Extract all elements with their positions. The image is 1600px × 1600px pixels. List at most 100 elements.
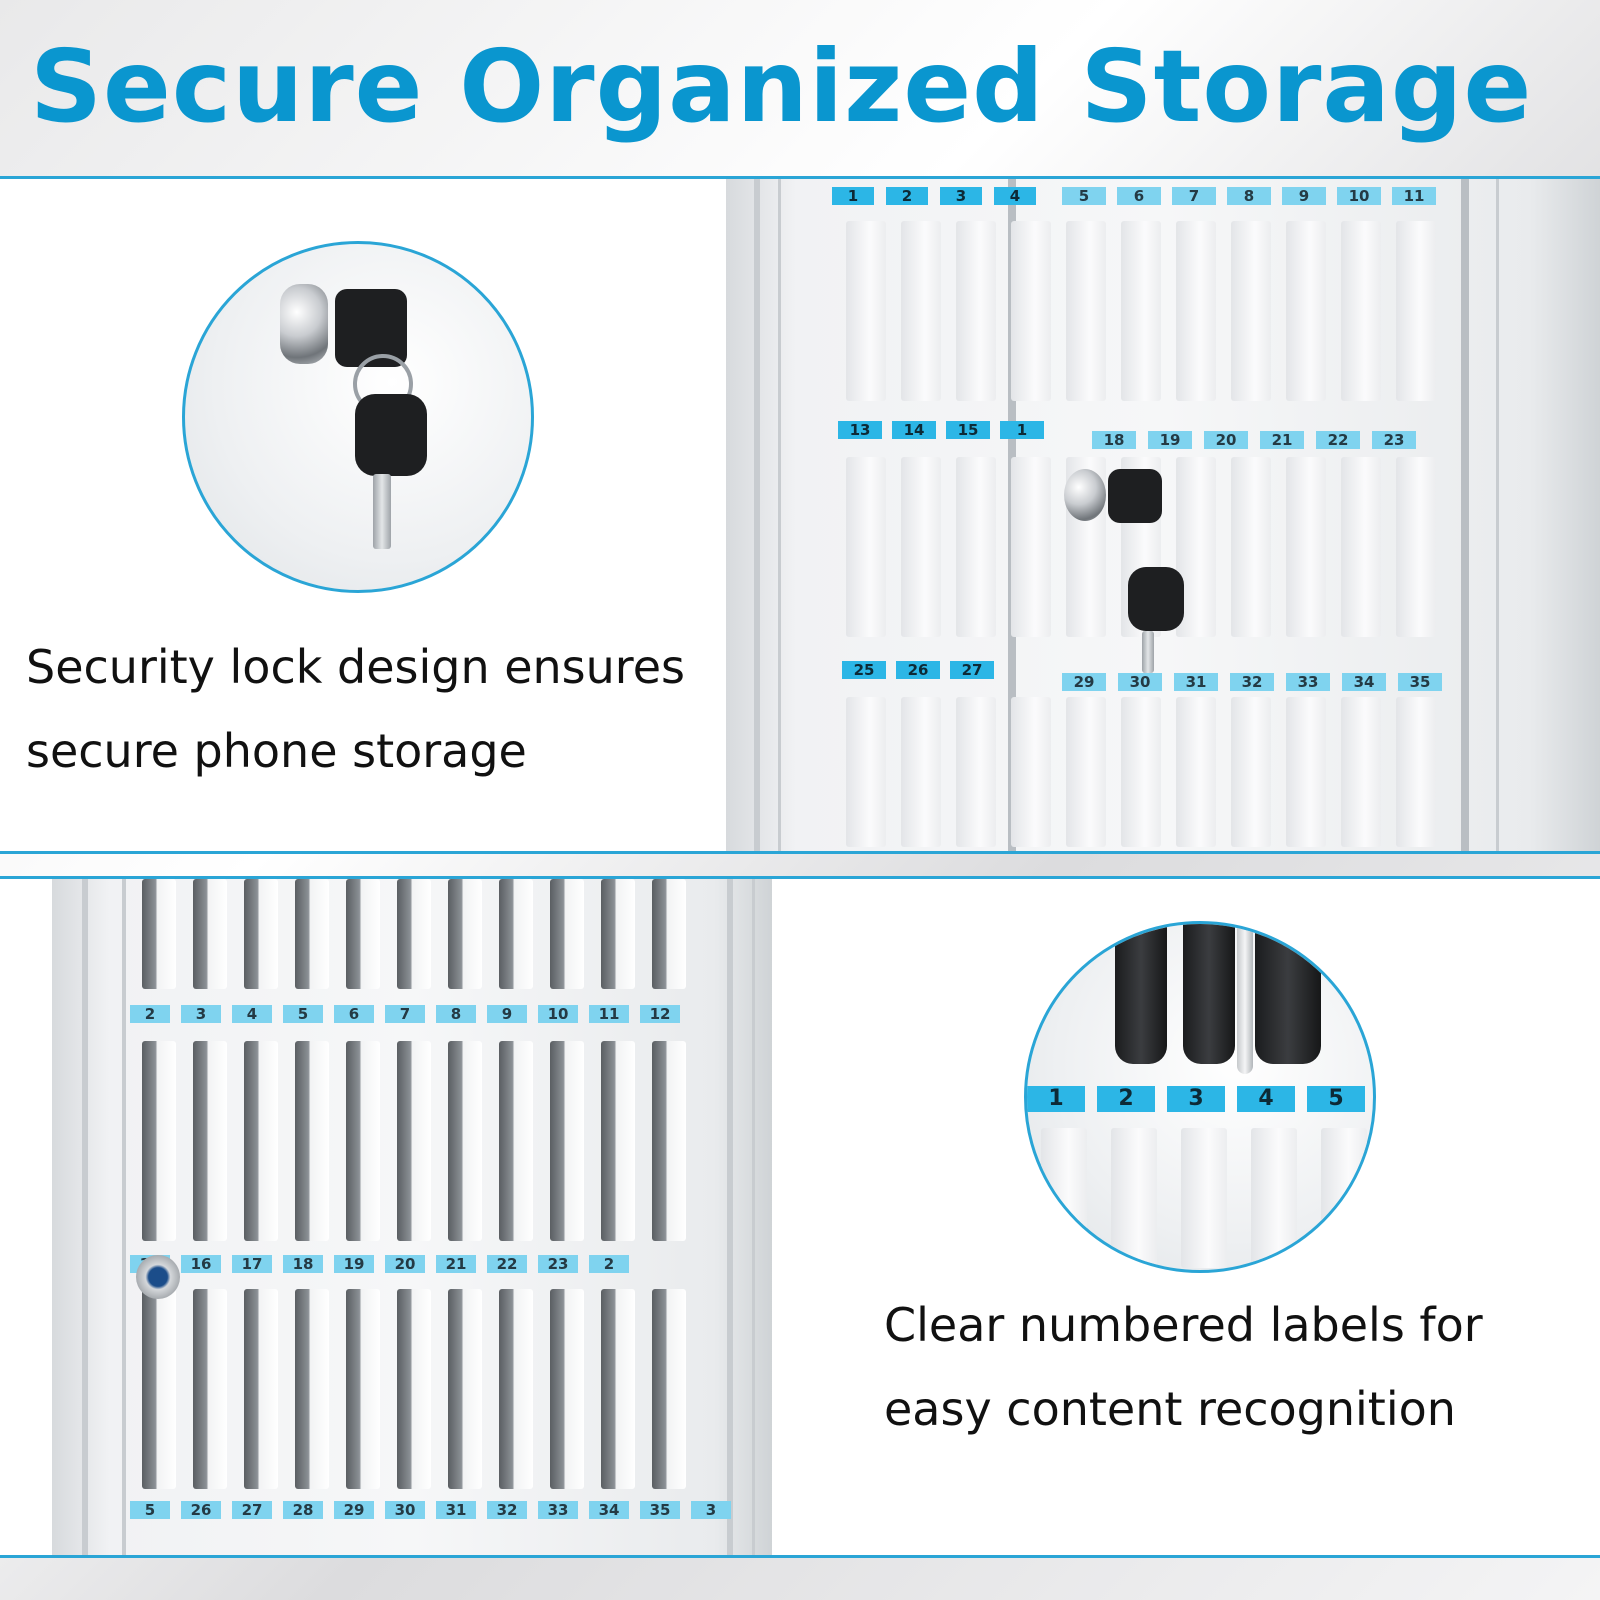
slot-number-label: 23 bbox=[1372, 431, 1416, 449]
slot-number-label: 13 bbox=[838, 421, 882, 439]
slot-number-label: 10 bbox=[538, 1005, 578, 1023]
slot-number-label: 30 bbox=[385, 1501, 425, 1519]
phone-slot bbox=[1011, 457, 1051, 637]
phone-slot bbox=[193, 879, 227, 989]
slot-number-label: 6 bbox=[334, 1005, 374, 1023]
slot-number-label: 21 bbox=[1260, 431, 1304, 449]
page-title: Secure Organized Storage bbox=[30, 28, 1533, 145]
phone-slot bbox=[1286, 457, 1326, 637]
cabinet-key-icon bbox=[1108, 469, 1162, 523]
slot-number-label: 33 bbox=[538, 1501, 578, 1519]
slot-number-label: 31 bbox=[1174, 673, 1218, 691]
slot-number-label: 5 bbox=[1307, 1086, 1365, 1112]
slot-number-label: 26 bbox=[896, 661, 940, 679]
slot-number-label: 25 bbox=[842, 661, 886, 679]
lock-cylinder-icon bbox=[280, 284, 328, 364]
slot-number-label: 35 bbox=[640, 1501, 680, 1519]
slot-number-label: 34 bbox=[589, 1501, 629, 1519]
slot-number-label: 3 bbox=[940, 187, 982, 205]
phone-slot bbox=[244, 879, 278, 989]
slot-number-label: 27 bbox=[232, 1501, 272, 1519]
slot-number-label: 17 bbox=[232, 1255, 272, 1273]
slot-number-label: 10 bbox=[1337, 187, 1381, 205]
labels-caption: Clear numbered labels for easy content r… bbox=[884, 1298, 1483, 1436]
slot-number-label: 27 bbox=[950, 661, 994, 679]
slot-number-label: 23 bbox=[538, 1255, 578, 1273]
slot-number-label: 1 bbox=[1000, 421, 1044, 439]
label-row-3-left: 25 26 27 bbox=[842, 661, 1004, 679]
phone-slot bbox=[601, 1041, 635, 1241]
slot-number-label: 18 bbox=[283, 1255, 323, 1273]
slot-number-label: 20 bbox=[385, 1255, 425, 1273]
slot-number-label: 3 bbox=[1167, 1086, 1225, 1112]
phone-slot bbox=[601, 879, 635, 989]
slot-number-label: 7 bbox=[385, 1005, 425, 1023]
phone-slot bbox=[1176, 221, 1216, 401]
slot-number-label: 32 bbox=[1230, 673, 1274, 691]
phone-slot bbox=[397, 1041, 431, 1241]
phone-slot bbox=[652, 1289, 686, 1489]
slot-number-label: 4 bbox=[1237, 1086, 1295, 1112]
phone-slot bbox=[499, 1041, 533, 1241]
slot-number-label: 3 bbox=[181, 1005, 221, 1023]
phone-slot bbox=[193, 1289, 227, 1489]
phone-slot bbox=[244, 1041, 278, 1241]
slot-number-label: 29 bbox=[334, 1501, 374, 1519]
phone-slot bbox=[397, 879, 431, 989]
slot-number-label: 1 bbox=[1027, 1086, 1085, 1112]
slot-number-label: 2 bbox=[130, 1005, 170, 1023]
phone-slot bbox=[1396, 697, 1436, 847]
phone-slot bbox=[1396, 457, 1436, 637]
phone-slot bbox=[1251, 1128, 1297, 1268]
phone-slot bbox=[193, 1041, 227, 1241]
slot-number-label: 31 bbox=[436, 1501, 476, 1519]
security-caption: Security lock design ensures secure phon… bbox=[26, 640, 685, 778]
phone-slot bbox=[448, 1041, 482, 1241]
slot-number-label: 5 bbox=[130, 1501, 170, 1519]
slot-number-label: 35 bbox=[1398, 673, 1442, 691]
slot-number-label: 2 bbox=[886, 187, 928, 205]
phone-slot bbox=[601, 1289, 635, 1489]
phone-slot bbox=[1286, 697, 1326, 847]
slot-number-label: 2 bbox=[1097, 1086, 1155, 1112]
phone-slot bbox=[448, 879, 482, 989]
phone-slot bbox=[956, 457, 996, 637]
slot-number-label: 7 bbox=[1172, 187, 1216, 205]
phone-slot bbox=[1111, 1128, 1157, 1268]
slot-number-label: 9 bbox=[487, 1005, 527, 1023]
phone-slot bbox=[901, 221, 941, 401]
phone-slot bbox=[499, 1289, 533, 1489]
phone-slot bbox=[1286, 221, 1326, 401]
phone-slot bbox=[846, 697, 886, 847]
phone-slot bbox=[346, 1289, 380, 1489]
phone-slot bbox=[244, 1289, 278, 1489]
slot-number-label: 20 bbox=[1204, 431, 1248, 449]
phone-slot bbox=[956, 221, 996, 401]
phone-slot bbox=[901, 457, 941, 637]
phone-slot bbox=[901, 697, 941, 847]
phone-slot bbox=[550, 879, 584, 989]
slot-number-label: 18 bbox=[1092, 431, 1136, 449]
slot-number-label: 6 bbox=[1117, 187, 1161, 205]
slot-number-label: 8 bbox=[436, 1005, 476, 1023]
phone-slot bbox=[1066, 697, 1106, 847]
phone-slot bbox=[652, 1041, 686, 1241]
slot-number-label: 2 bbox=[589, 1255, 629, 1273]
slot-number-label: 34 bbox=[1342, 673, 1386, 691]
slot-number-label: 29 bbox=[1062, 673, 1106, 691]
phone-slot bbox=[1341, 457, 1381, 637]
slot-number-label: 1 bbox=[832, 187, 874, 205]
phone-slot bbox=[1066, 221, 1106, 401]
phone-slot bbox=[1321, 1128, 1367, 1268]
phone-slot bbox=[1181, 1128, 1227, 1268]
phone-slot bbox=[1121, 697, 1161, 847]
